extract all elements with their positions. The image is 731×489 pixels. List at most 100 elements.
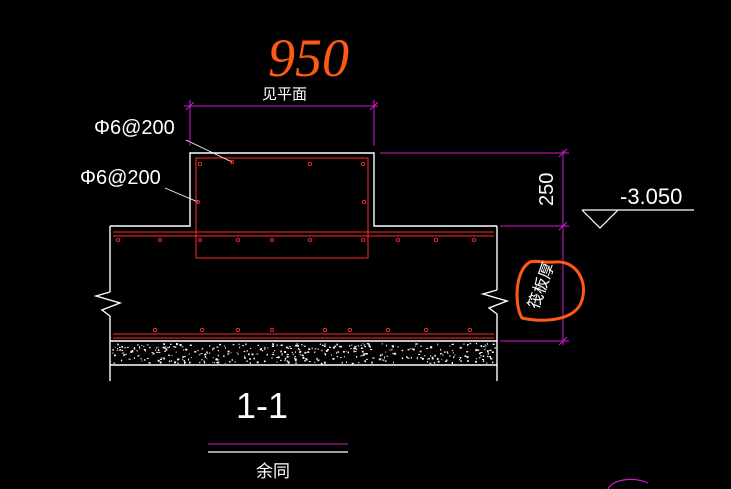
speckle-dot: [460, 360, 462, 362]
speckle-dot: [381, 343, 383, 345]
speckle-dot: [261, 350, 264, 352]
speckle-dot: [346, 361, 347, 363]
speckle-dot: [362, 354, 365, 356]
speckle-dot: [139, 346, 140, 348]
speckle-dot: [475, 349, 477, 352]
speckle-dot: [484, 349, 486, 351]
speckle-dot: [204, 356, 207, 358]
speckle-dot: [345, 350, 347, 352]
speckle-dot: [155, 349, 157, 351]
speckle-dot: [460, 358, 462, 360]
speckle-dot: [485, 346, 487, 348]
speckle-dot: [368, 343, 370, 345]
speckle-dot: [492, 343, 495, 345]
speckle-dot: [277, 356, 280, 359]
speckle-dot: [386, 344, 387, 347]
speckle-dot: [369, 346, 371, 348]
speckle-dot: [433, 362, 436, 364]
dimension-lines: [184, 100, 569, 445]
speckle-dot: [420, 350, 422, 353]
speckle-dot: [301, 354, 304, 356]
speckle-dot: [144, 359, 146, 361]
speckle-dot: [117, 347, 119, 350]
speckle-dot: [302, 357, 305, 359]
speckle-dot: [263, 360, 266, 363]
speckle-dot: [223, 355, 225, 357]
speckle-dot: [212, 357, 214, 359]
speckle-dot: [354, 345, 357, 348]
speckle-dot: [437, 360, 440, 363]
speckle-dot: [427, 358, 429, 360]
speckle-dot: [487, 355, 489, 358]
speckle-dot: [201, 347, 204, 349]
speckle-dot: [349, 345, 351, 347]
speckle-dot: [183, 356, 185, 358]
speckle-dot: [271, 357, 273, 359]
speckle-dot: [114, 354, 116, 357]
speckle-dot: [137, 344, 139, 346]
speckle-dot: [144, 349, 146, 352]
speckle-dot: [357, 345, 359, 347]
rebar-label-1: Φ6@200: [94, 117, 175, 139]
speckle-dot: [365, 358, 368, 360]
speckle-dot: [411, 348, 413, 350]
speckle-dot: [302, 356, 304, 358]
speckle-dot: [153, 352, 155, 354]
speckle-dot: [416, 357, 418, 360]
speckle-dot: [364, 346, 366, 348]
speckle-dot: [340, 357, 342, 359]
speckle-dot: [204, 353, 206, 356]
speckle-dot: [314, 348, 317, 350]
speckle-dot: [480, 345, 483, 347]
speckle-dot: [294, 357, 296, 360]
speckle-dot: [419, 351, 421, 353]
speckle-dot: [304, 360, 307, 362]
handwritten-dimension-950: 950: [268, 28, 349, 88]
speckle-dot: [246, 350, 248, 352]
speckle-dot: [185, 348, 188, 351]
speckle-dot: [378, 358, 381, 360]
speckle-dot: [231, 359, 233, 361]
speckle-dot: [436, 358, 439, 360]
speckle-dot: [113, 362, 116, 364]
speckle-dot: [491, 361, 494, 364]
speckle-dot: [363, 353, 366, 355]
speckle-dot: [366, 353, 368, 355]
speckle-dot: [415, 343, 418, 345]
speckle-dot: [336, 343, 338, 346]
speckle-dot: [366, 343, 369, 345]
speckle-dot: [316, 358, 318, 360]
speckle-dot: [162, 346, 165, 349]
speckle-dot: [130, 351, 133, 353]
speckle-dot: [431, 356, 434, 359]
speckle-dot: [257, 344, 260, 346]
speckle-dot: [299, 348, 301, 351]
speckle-dot: [274, 350, 276, 352]
speckle-dot: [475, 360, 477, 363]
speckle-dot: [207, 352, 208, 354]
speckle-dot: [358, 361, 360, 364]
speckle-dot: [230, 352, 232, 354]
speckle-dot: [467, 344, 468, 346]
speckle-dot: [216, 362, 218, 364]
speckle-dot: [325, 354, 327, 356]
speckle-dot: [440, 348, 442, 351]
speckle-dot: [420, 357, 422, 359]
speckle-dot: [452, 352, 454, 354]
speckle-dot: [337, 351, 339, 353]
speckle-dot: [353, 350, 355, 353]
speckle-dot: [426, 361, 428, 363]
speckle-dot: [360, 355, 363, 357]
speckle-dot: [209, 352, 210, 354]
speckle-dot: [167, 347, 169, 349]
speckle-dot: [177, 362, 179, 364]
speckle-dot: [175, 351, 177, 353]
speckle-dot: [174, 346, 177, 348]
speckle-dot: [215, 358, 218, 361]
speckle-dot: [198, 354, 201, 356]
speckle-dot: [123, 354, 126, 356]
speckle-dot: [446, 352, 449, 354]
speckle-dot: [203, 360, 205, 362]
speckle-dot: [159, 361, 162, 364]
